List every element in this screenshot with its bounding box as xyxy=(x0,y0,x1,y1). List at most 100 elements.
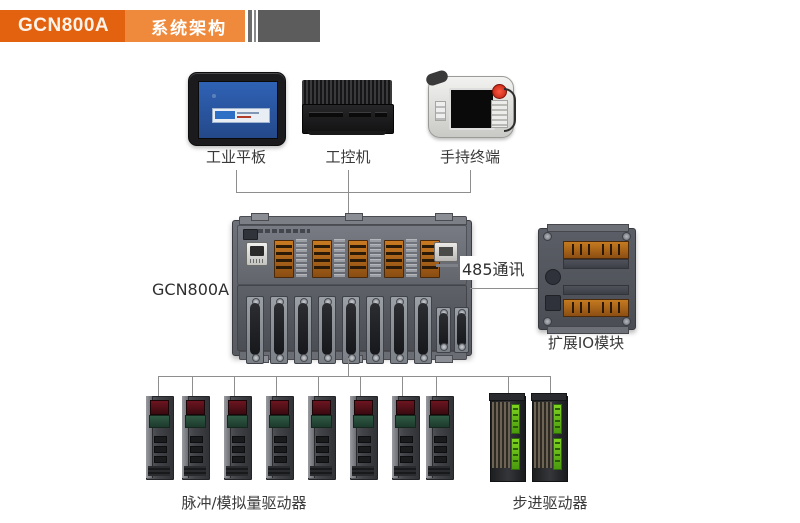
device-gcn800a-controller[interactable] xyxy=(232,213,472,364)
device-pulse-driver-3[interactable] xyxy=(224,396,252,480)
eio-terminal-row-2[interactable] xyxy=(563,299,629,317)
caption-industrial-pc: 工控机 xyxy=(325,148,371,166)
terminal-block-4[interactable] xyxy=(384,240,404,278)
ethernet-port[interactable] xyxy=(246,242,268,266)
device-industrial-tablet[interactable] xyxy=(188,72,286,146)
controller-tab-tl xyxy=(251,213,269,221)
controller-tab-br xyxy=(435,355,453,363)
driver-display-1 xyxy=(150,400,169,415)
ethernet-port-pins xyxy=(250,259,264,263)
wire-drive-drop-4 xyxy=(276,376,277,396)
device-expansion-io-module[interactable] xyxy=(538,224,636,334)
driver-display-5 xyxy=(312,400,331,415)
terminal-block-1[interactable] xyxy=(274,240,294,278)
eio-label-strip-2 xyxy=(563,285,629,295)
driver-display-8 xyxy=(430,400,449,415)
terminal-block-3[interactable] xyxy=(348,240,368,278)
driver-terminal-5 xyxy=(311,415,332,428)
driver-terminal-4 xyxy=(269,415,290,428)
caption-stepper-drivers: 步进驱动器 xyxy=(512,494,588,512)
eio-bottom-rail xyxy=(547,326,629,334)
device-stepper-driver-2[interactable] xyxy=(531,393,568,482)
driver-terminal-1 xyxy=(149,415,170,428)
controller-upper-panel xyxy=(237,225,467,285)
header-product-block: GCN800A xyxy=(0,10,126,42)
dsub-connector-8[interactable] xyxy=(414,296,432,364)
wire-drive-drop-3 xyxy=(234,376,235,396)
wire-handheld-drop xyxy=(470,170,471,192)
eio-screw-tl xyxy=(543,232,552,241)
terminal-block-2[interactable] xyxy=(312,240,332,278)
tablet-window xyxy=(212,108,270,123)
label-485-bus: 485通讯 xyxy=(460,256,527,280)
device-pulse-driver-8[interactable] xyxy=(426,396,454,480)
device-pulse-driver-1[interactable] xyxy=(146,396,174,480)
controller-tab-tc xyxy=(345,213,363,221)
io-badge-icon xyxy=(545,295,561,311)
dsub-connector-9[interactable] xyxy=(436,307,451,353)
device-pulse-driver-2[interactable] xyxy=(182,396,210,480)
device-pulse-driver-4[interactable] xyxy=(266,396,294,480)
eio-screw-tr xyxy=(622,232,631,241)
ipc-slot-2 xyxy=(349,112,371,117)
dsub-connector-1[interactable] xyxy=(246,296,264,364)
status-leds-4 xyxy=(406,239,419,277)
stepper-terminal-1a xyxy=(511,404,520,434)
ipc-slot-3 xyxy=(375,112,387,117)
tablet-window-logo xyxy=(215,111,235,119)
certification-badge-icon xyxy=(545,269,561,285)
eio-terminal-row-1[interactable] xyxy=(563,241,629,259)
header-banner: GCN800A 系统架构 xyxy=(0,10,321,42)
driver-terminal-6 xyxy=(353,415,374,428)
driver-display-2 xyxy=(186,400,205,415)
caption-industrial-tablet: 工业平板 xyxy=(205,148,266,166)
eio-screw-bl xyxy=(543,317,552,326)
dsub-connector-5[interactable] xyxy=(342,296,360,364)
device-industrial-pc[interactable] xyxy=(300,76,396,138)
status-leds-1 xyxy=(296,239,309,277)
device-pulse-driver-7[interactable] xyxy=(392,396,420,480)
dsub-connector-7[interactable] xyxy=(390,296,408,364)
tablet-window-line1 xyxy=(237,112,259,114)
handheld-side-keys[interactable] xyxy=(435,101,446,121)
tablet-window-line2 xyxy=(237,116,251,118)
stepper-terminal-1b xyxy=(511,438,520,470)
wire-485-link xyxy=(470,288,538,289)
dsub-connector-6[interactable] xyxy=(366,296,384,364)
dsub-connector-10[interactable] xyxy=(454,307,469,353)
controller-lower-panel xyxy=(237,285,469,364)
rotary-switch[interactable] xyxy=(434,242,458,262)
device-handheld-terminal[interactable] xyxy=(424,68,516,140)
header-section-label: 系统架构 xyxy=(151,18,228,38)
caption-handheld-terminal: 手持终端 xyxy=(439,148,500,166)
stepper-terminal-2b xyxy=(553,438,562,470)
driver-terminal-7 xyxy=(395,415,416,428)
header-end-block xyxy=(258,10,321,42)
header-accent-bars xyxy=(248,10,258,42)
controller-tab-tr xyxy=(435,213,453,221)
ipc-chassis xyxy=(302,104,394,134)
header-bar-1 xyxy=(248,10,253,42)
eio-screw-br xyxy=(622,317,631,326)
wire-tablet-drop xyxy=(236,170,237,192)
handheld-cable xyxy=(504,88,516,132)
device-pulse-driver-6[interactable] xyxy=(350,396,378,480)
wire-bus-to-controller xyxy=(348,192,349,220)
wire-ipc-drop xyxy=(348,170,349,192)
dsub-connector-2[interactable] xyxy=(270,296,288,364)
driver-terminal-2 xyxy=(185,415,206,428)
dsub-connector-4[interactable] xyxy=(318,296,336,364)
wire-drive-drop-1 xyxy=(158,376,159,396)
label-controller: GCN800A xyxy=(152,280,230,299)
driver-display-4 xyxy=(270,400,289,415)
device-pulse-driver-5[interactable] xyxy=(308,396,336,480)
dsub-connector-3[interactable] xyxy=(294,296,312,364)
wire-drive-drop-7 xyxy=(402,376,403,396)
wire-drive-drop-6 xyxy=(360,376,361,396)
wire-controller-down xyxy=(348,358,349,376)
brand-logo-icon xyxy=(243,229,258,240)
driver-terminal-3 xyxy=(227,415,248,428)
device-stepper-driver-1[interactable] xyxy=(489,393,526,482)
header-product-label: GCN800A xyxy=(18,15,110,36)
